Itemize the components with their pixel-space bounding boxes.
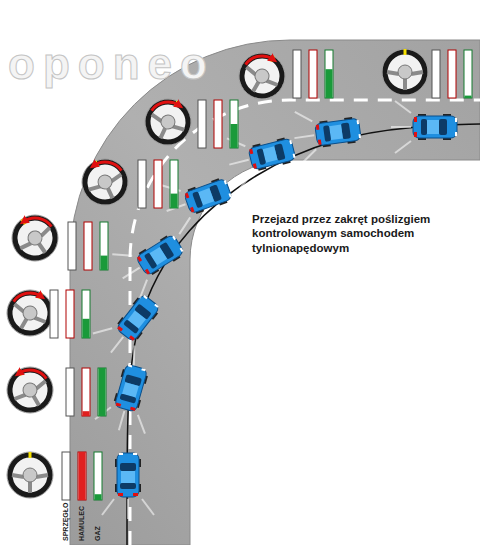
pedal-bars — [62, 452, 102, 500]
steering-wheel — [7, 452, 53, 498]
caption-title: Przejazd przez zakręt poślizgiem kontrol… — [252, 212, 476, 255]
pedal-bars — [293, 50, 333, 98]
car — [90, 285, 172, 369]
pedal-bars — [68, 222, 108, 270]
trajectory-line — [127, 124, 480, 545]
pedal-label: GAZ — [94, 526, 102, 541]
steering-wheel — [77, 153, 131, 209]
pedal-label: SPRZĘGŁO — [62, 502, 70, 541]
pedal-bars — [432, 50, 472, 98]
car — [94, 360, 162, 438]
pedal-bars — [138, 160, 178, 208]
steering-wheel — [382, 49, 428, 95]
watermark: oponeo — [8, 42, 215, 86]
steering-wheel — [5, 208, 62, 266]
car — [223, 123, 300, 189]
steering-wheel — [1, 360, 57, 417]
car — [291, 103, 364, 164]
car — [391, 101, 457, 153]
pedal-bars — [66, 368, 106, 416]
steering-wheel — [235, 46, 291, 103]
steering-wheel — [141, 93, 195, 149]
centre-line — [130, 100, 480, 545]
pedal-bars — [198, 100, 238, 148]
pedal-label: HAMULEC — [78, 506, 86, 541]
pedal-bars — [50, 290, 90, 338]
steering-wheel — [3, 283, 59, 340]
road — [70, 40, 480, 545]
car — [102, 453, 154, 519]
